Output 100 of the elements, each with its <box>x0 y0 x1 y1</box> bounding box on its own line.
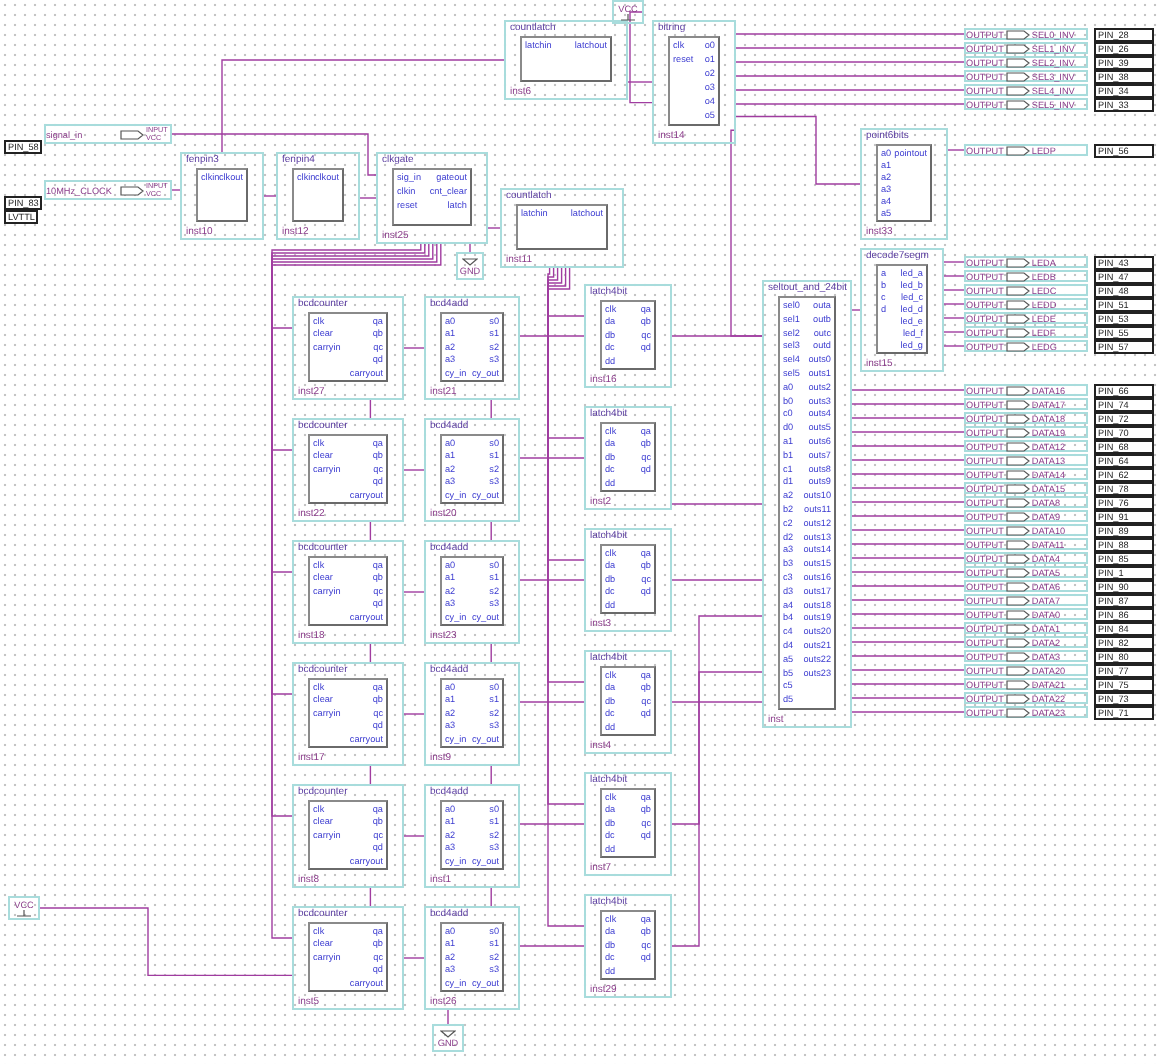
wire <box>547 267 585 683</box>
output-pin <box>964 298 1088 310</box>
wire <box>943 275 965 277</box>
power-symbol <box>8 896 40 920</box>
wire <box>487 227 501 229</box>
wire <box>851 557 965 559</box>
component-block <box>584 406 672 510</box>
output-pin <box>964 426 1088 438</box>
wire <box>369 521 372 541</box>
output-pin <box>964 650 1088 662</box>
output-pin <box>964 270 1088 282</box>
wire <box>369 643 372 663</box>
wire <box>671 503 763 505</box>
wire <box>671 335 763 337</box>
wire <box>547 267 585 805</box>
component-block <box>424 784 520 888</box>
wire <box>359 197 377 199</box>
wire <box>943 331 965 333</box>
wire <box>851 613 965 615</box>
wire <box>943 345 965 347</box>
wire <box>547 267 585 927</box>
output-pin <box>964 510 1088 522</box>
component-block <box>292 662 404 766</box>
output-pin <box>964 468 1088 480</box>
wire <box>519 823 585 825</box>
output-pin <box>964 440 1088 452</box>
output-pin <box>964 706 1088 718</box>
component-block <box>860 128 948 240</box>
output-pin <box>964 398 1088 410</box>
component-block <box>652 20 736 144</box>
wire <box>171 133 377 176</box>
wire <box>851 627 965 629</box>
wire <box>671 579 763 581</box>
wire <box>851 403 965 405</box>
output-pin <box>964 256 1088 268</box>
wire <box>519 457 585 459</box>
wire <box>547 267 585 561</box>
ground-symbol <box>456 252 484 280</box>
output-pin <box>964 664 1088 676</box>
wire <box>851 473 965 475</box>
wire <box>851 445 965 447</box>
wire <box>369 399 372 419</box>
wire <box>490 887 492 907</box>
wire <box>735 47 965 49</box>
component-block <box>292 418 404 522</box>
wire <box>271 243 442 939</box>
wire <box>403 347 425 349</box>
wire <box>947 149 965 151</box>
output-pin <box>964 144 1088 156</box>
output-pin <box>964 384 1088 396</box>
wire <box>851 669 965 671</box>
component-block <box>504 20 628 100</box>
wire <box>403 713 425 715</box>
output-pin <box>964 622 1088 634</box>
wire <box>403 591 425 593</box>
wire <box>221 59 505 153</box>
output-pin <box>964 496 1088 508</box>
component-block <box>500 188 624 268</box>
output-pin <box>964 580 1088 592</box>
component-block <box>376 152 488 244</box>
wire <box>271 243 426 451</box>
wire <box>851 417 965 419</box>
wire <box>851 389 965 391</box>
wire <box>851 571 965 573</box>
output-pin <box>964 84 1088 96</box>
component-block <box>276 152 360 240</box>
wire <box>851 711 965 713</box>
wire <box>943 317 965 319</box>
wire <box>490 521 492 541</box>
output-pin <box>964 566 1088 578</box>
component-block <box>424 662 520 766</box>
wire <box>735 89 965 91</box>
wire <box>627 81 653 83</box>
output-pin <box>964 524 1088 536</box>
wire <box>851 543 965 545</box>
component-block <box>424 418 520 522</box>
output-pin <box>964 678 1088 690</box>
wire <box>851 683 965 685</box>
output-pin <box>964 692 1088 704</box>
output-pin <box>964 552 1088 564</box>
output-pin <box>964 538 1088 550</box>
output-pin <box>964 326 1088 338</box>
wire <box>943 289 965 291</box>
wire <box>39 907 293 977</box>
wire <box>629 11 653 104</box>
wire <box>271 243 430 573</box>
component-block <box>292 906 404 1010</box>
wire <box>519 579 585 581</box>
output-pin <box>964 42 1088 54</box>
component-block <box>860 248 944 372</box>
component-block <box>762 280 852 728</box>
component-block <box>584 650 672 754</box>
component-block <box>180 152 264 240</box>
wire <box>735 103 965 105</box>
power-symbol <box>612 0 644 24</box>
wire <box>490 765 492 785</box>
wire <box>519 701 585 703</box>
wire <box>851 501 965 503</box>
input-pin <box>44 180 172 200</box>
component-block <box>584 528 672 632</box>
